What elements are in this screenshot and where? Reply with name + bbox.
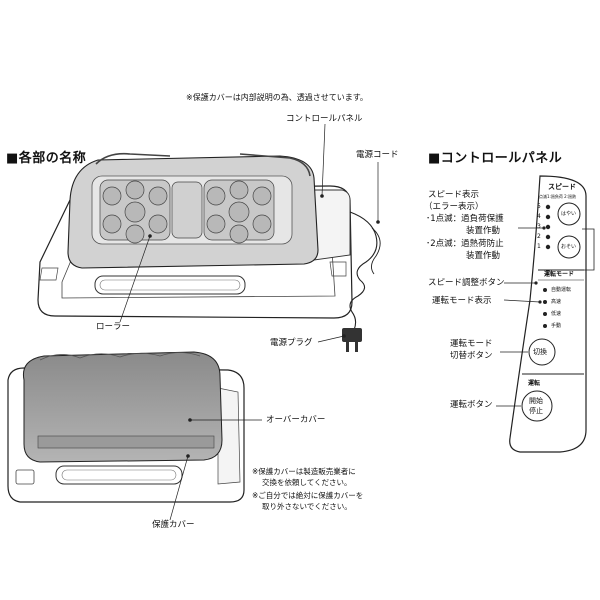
label-power-plug: 電源プラグ	[270, 338, 313, 348]
parts-name-heading: ■各部の名称	[6, 151, 87, 166]
panel-speed-subtitle: 点滅1:過負荷 2:過熱	[539, 194, 577, 199]
speed-level-4: 4	[537, 213, 541, 220]
cover-note-line1: ※保護カバーは製造販売業者に	[252, 467, 356, 476]
massager-device-illustration	[37, 123, 381, 352]
panel-speed-title: スピード	[548, 183, 576, 191]
speed-level-2: 2	[537, 233, 541, 240]
label-power-cord: 電源コード	[356, 150, 399, 160]
cover-note-line2: 交換を依頼してください。	[262, 478, 352, 487]
speed-adjust-label: スピード調整ボタン	[428, 278, 505, 288]
mode-manual: 手動	[551, 323, 562, 329]
mode-switch-label-line2: 切替ボタン	[450, 351, 493, 361]
mode-auto: 自動運転	[551, 287, 572, 293]
cover-note-line3: ※ご自分では絶対に保護カバーを	[252, 491, 364, 500]
mode-switch-button[interactable]: 切換	[533, 348, 547, 356]
mode-high: 高速	[551, 299, 562, 305]
panel-mode-title: 運転モード	[544, 271, 575, 278]
cover-note-line4: 取り外さないでください。	[262, 502, 352, 511]
transparency-note: ※保護カバーは内部説明の為、透過させています。	[186, 93, 368, 102]
start-stop-button-line2[interactable]: 停止	[529, 407, 543, 415]
mode-display-label: 運転モード表示	[432, 296, 492, 306]
error-display-label: （エラー表示）	[424, 202, 484, 212]
speed-level-1: 1	[537, 243, 541, 250]
mode-switch-label-line1: 運転モード	[450, 339, 493, 349]
label-roller: ローラー	[96, 322, 131, 332]
speed-level-5: 5	[537, 203, 541, 210]
mode-low: 低速	[551, 311, 562, 317]
run-button-label: 運転ボタン	[450, 400, 493, 410]
panel-run-title: 運転	[528, 380, 541, 387]
label-over-cover: オーバーカバー	[266, 415, 326, 425]
start-stop-button-line1[interactable]: 開始	[529, 397, 543, 405]
speed-level-3: 3	[537, 223, 541, 230]
blink1-line2: 装置作動	[466, 226, 501, 236]
blink2-line2: 装置作動	[466, 251, 501, 261]
blink1-line1: ･1点滅：過負荷保護	[426, 214, 504, 224]
control-panel-illustration	[496, 175, 595, 453]
blink2-line1: ･2点滅：過熱荷防止	[426, 239, 504, 249]
slow-button[interactable]: おそい	[561, 244, 577, 250]
speed-display-label: スピード表示	[428, 190, 480, 200]
control-panel-heading: ■コントロールパネル	[428, 151, 563, 166]
massager-with-cover-illustration	[7, 351, 262, 521]
label-protective-cover: 保護カバー	[152, 520, 195, 530]
label-control-panel: コントロールパネル	[286, 114, 363, 124]
fast-button[interactable]: はやい	[561, 211, 577, 217]
